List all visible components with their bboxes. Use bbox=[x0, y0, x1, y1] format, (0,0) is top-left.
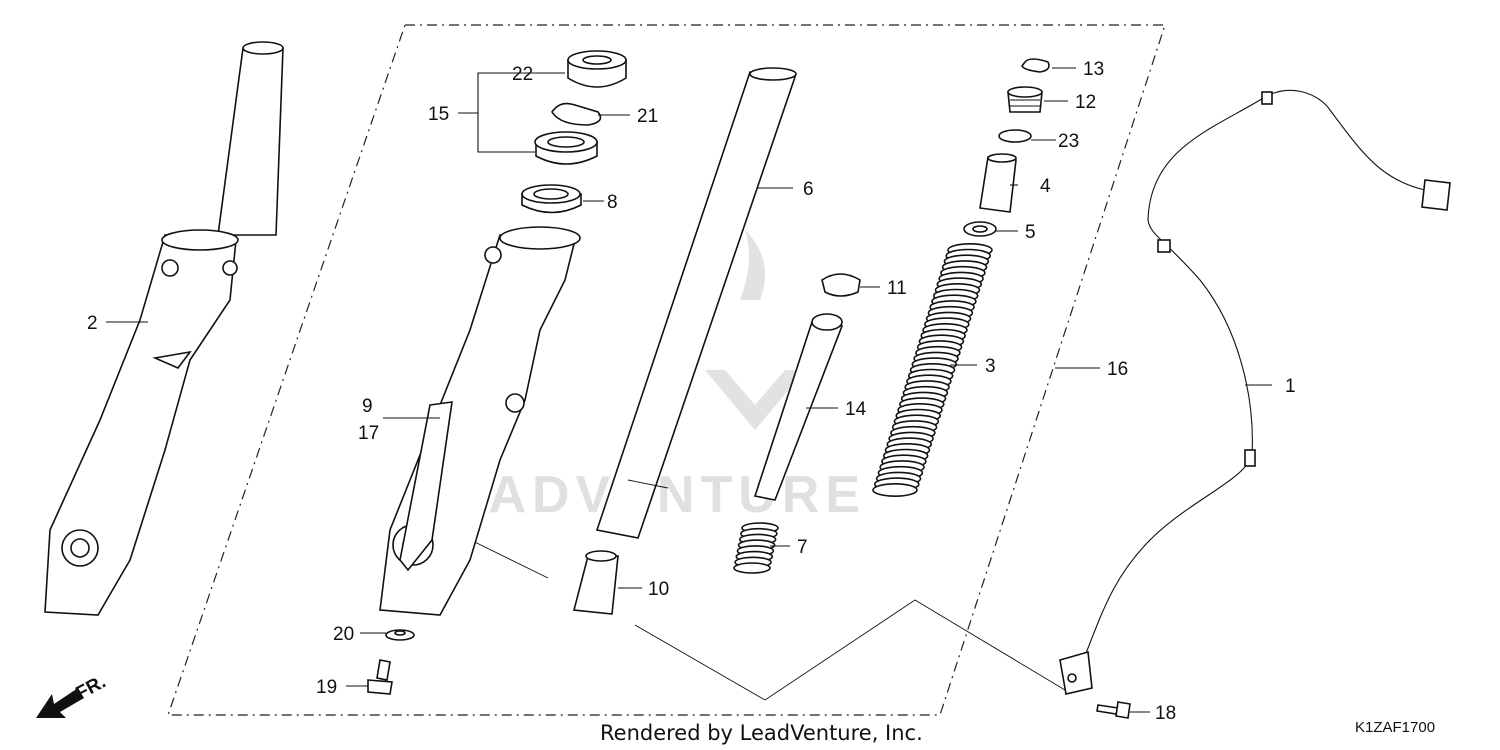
label-9: 9 bbox=[362, 396, 373, 417]
part-14-fork-piston bbox=[753, 313, 844, 501]
label-13: 13 bbox=[1083, 59, 1104, 80]
part-11-piston-ring bbox=[821, 273, 861, 297]
label-17: 17 bbox=[358, 423, 379, 444]
label-23: 23 bbox=[1058, 131, 1079, 152]
part-4-spring-collar bbox=[979, 153, 1017, 213]
part-8-backup-ring bbox=[521, 184, 582, 214]
label-12: 12 bbox=[1075, 92, 1096, 113]
label-1: 1 bbox=[1285, 376, 1296, 397]
part-6-fork-pipe bbox=[595, 67, 797, 539]
part-22-dust-seal bbox=[567, 50, 627, 88]
part-number-labels: 1 2 3 4 5 6 7 8 9 10 11 12 13 14 15 16 1… bbox=[87, 59, 1296, 724]
part-18-flange-bolt bbox=[1096, 701, 1131, 719]
part-2-fork-leg bbox=[44, 41, 284, 616]
diagram-code: K1ZAF1700 bbox=[1355, 719, 1435, 736]
label-5: 5 bbox=[1025, 222, 1036, 243]
part-20-washer bbox=[385, 629, 415, 641]
part-12-fork-bolt bbox=[1007, 86, 1043, 113]
part-7-rebound-spring bbox=[733, 522, 779, 574]
label-3: 3 bbox=[985, 356, 996, 377]
part-15-oil-seal bbox=[534, 131, 598, 165]
part-9-fork-slider bbox=[379, 226, 581, 616]
label-6: 6 bbox=[803, 179, 814, 200]
label-8: 8 bbox=[607, 192, 618, 213]
label-14: 14 bbox=[845, 399, 867, 420]
label-19: 19 bbox=[316, 677, 337, 698]
part-23-o-ring bbox=[998, 129, 1032, 143]
spring-coil bbox=[872, 482, 918, 497]
part-5-spring-seat bbox=[963, 221, 997, 237]
part-19-socket-bolt bbox=[367, 659, 393, 695]
part-10-piece-slide bbox=[572, 550, 619, 615]
label-21: 21 bbox=[637, 106, 658, 127]
leader-lines bbox=[106, 67, 1272, 713]
part-13-circlip bbox=[1021, 58, 1050, 73]
front-arrow-icon bbox=[36, 688, 84, 718]
label-4: 4 bbox=[1040, 176, 1051, 197]
spring-coil bbox=[733, 562, 771, 574]
label-10: 10 bbox=[648, 579, 669, 600]
front-direction-indicator: FR. bbox=[36, 672, 109, 718]
part-3-fork-spring bbox=[872, 243, 993, 497]
label-15: 15 bbox=[428, 104, 449, 125]
part-1-speed-sensor-cable bbox=[1059, 89, 1451, 695]
part-21-stopper-ring bbox=[551, 102, 602, 126]
label-16: 16 bbox=[1107, 359, 1128, 380]
footer-credit: Rendered by LeadVenture, Inc. bbox=[600, 721, 923, 745]
label-11: 11 bbox=[887, 278, 907, 299]
sub-assembly-frame bbox=[167, 24, 1166, 716]
label-22: 22 bbox=[512, 64, 533, 85]
label-18: 18 bbox=[1155, 703, 1176, 724]
watermark-logo bbox=[705, 230, 805, 430]
label-20: 20 bbox=[333, 624, 354, 645]
sensor-reference-line bbox=[634, 599, 1066, 701]
label-7: 7 bbox=[797, 537, 808, 558]
label-2: 2 bbox=[87, 313, 98, 334]
